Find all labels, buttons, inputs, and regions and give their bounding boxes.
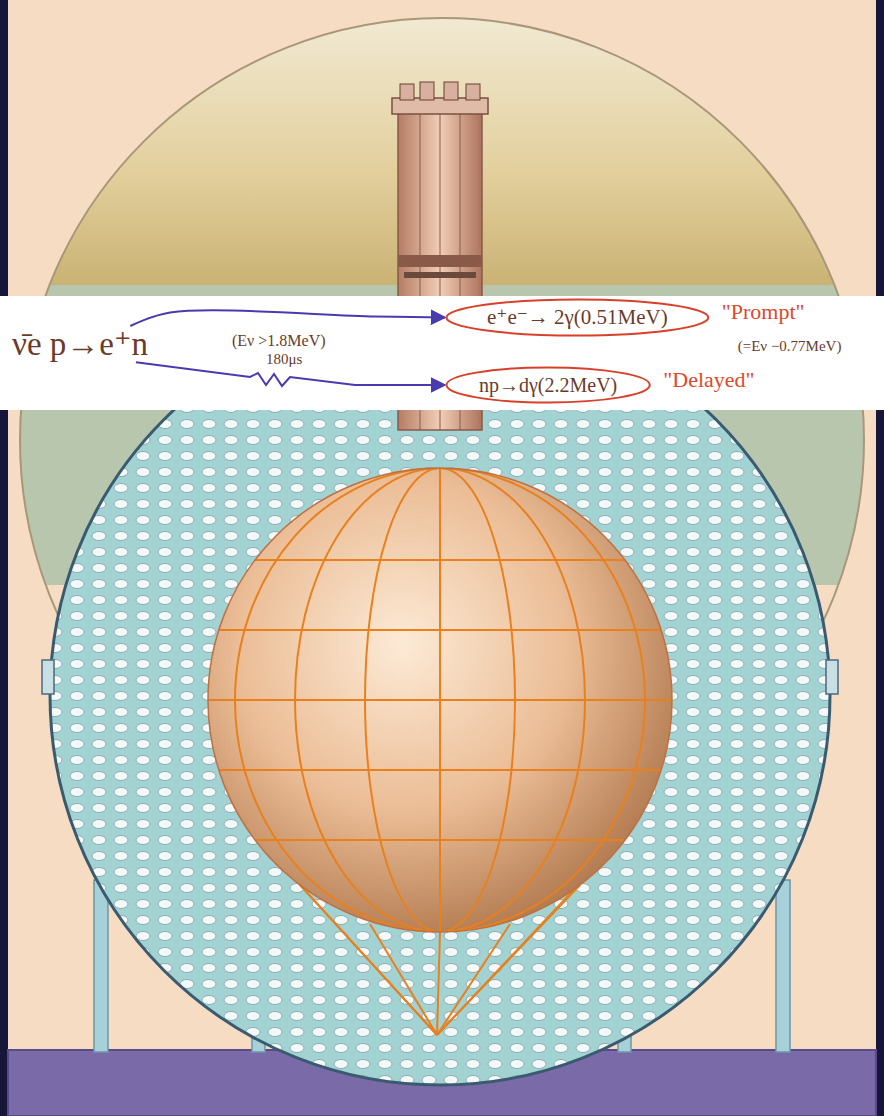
delayed-tag: "Delayed" [663, 368, 754, 392]
balloon-grid [200, 460, 680, 940]
energy-note: (=Eν −0.77MeV) [738, 338, 842, 355]
delay-time: 180μs [266, 351, 302, 368]
prompt-ellipse: e⁺e⁻→ 2γ(0.51MeV) [445, 298, 710, 337]
prompt-tag: "Prompt" [722, 300, 805, 324]
reaction-band [0, 296, 884, 410]
threshold-note: (Eν >1.8MeV) [232, 332, 326, 350]
equation-text: np→dγ(2.2MeV) [479, 374, 617, 396]
reaction-arrow [130, 310, 445, 326]
equation-text: e⁺e⁻→ 2γ(0.51MeV) [487, 306, 668, 329]
reaction-equation: ν̄e p→e⁺n [10, 326, 150, 362]
delayed-ellipse: np→dγ(2.2MeV) [445, 366, 651, 404]
equation-text: ν̄e p→e⁺n [12, 326, 148, 362]
